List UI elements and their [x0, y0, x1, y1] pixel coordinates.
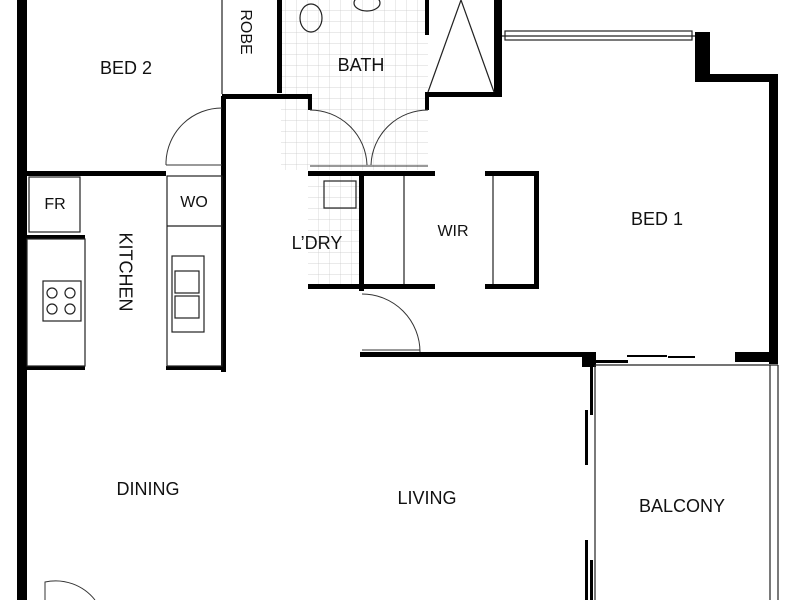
room-label-dining: DINING: [117, 479, 180, 499]
laundry-floor-tiles: [308, 176, 360, 286]
room-label-kitchen: KITCHEN: [115, 232, 135, 311]
island-bench: [166, 175, 223, 367]
bath-floor-tiles: [281, 0, 428, 170]
kitchen-bench: [26, 238, 86, 367]
toilet: [299, 3, 323, 33]
room-label-bath: BATH: [338, 55, 385, 75]
room-label-robe: ROBE: [237, 9, 254, 54]
basin: [353, 0, 381, 12]
room-label-bed2: BED 2: [100, 58, 152, 78]
fixtures: [26, 0, 779, 600]
room-label-balcony: BALCONY: [639, 496, 725, 516]
room-label-bed1: BED 1: [631, 209, 683, 229]
door-swings: [44, 107, 429, 600]
room-label-wall-oven: WO: [180, 194, 208, 211]
room-label-fridge: FR: [44, 196, 65, 213]
walls: [17, 0, 778, 600]
cooktop: [42, 280, 82, 322]
laundry-tub: [323, 180, 357, 209]
room-label-living: LIVING: [397, 488, 456, 508]
room-label-laundry: L’DRY: [292, 233, 343, 253]
room-label-wir: WIR: [437, 223, 468, 240]
kitchen-sink: [171, 255, 205, 333]
fridge-box: [28, 176, 81, 233]
